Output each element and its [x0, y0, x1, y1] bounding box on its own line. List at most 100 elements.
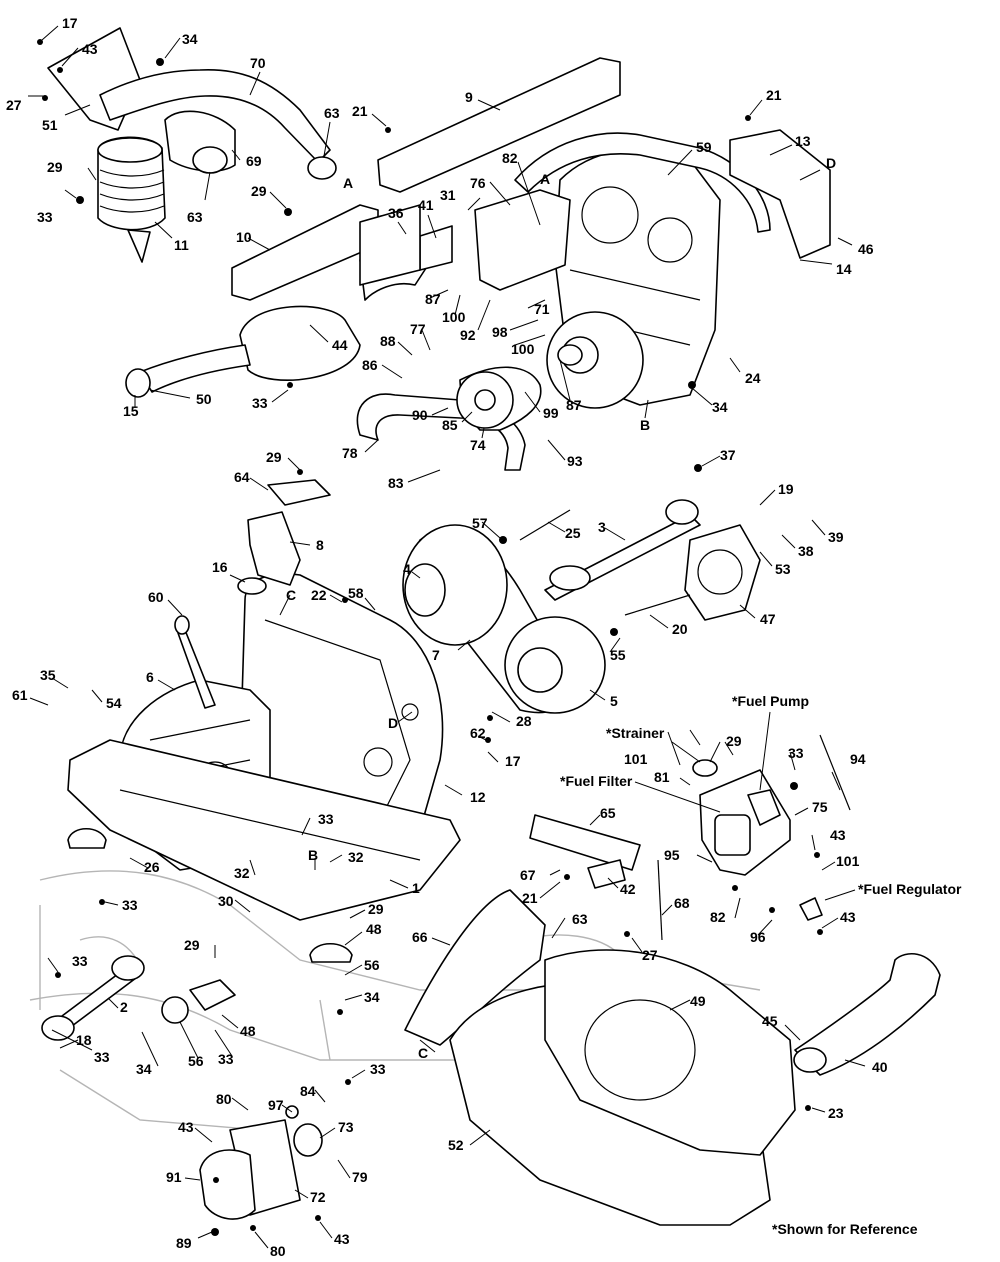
fuel-control-module-76 — [474, 189, 571, 291]
callout-A: A — [343, 175, 353, 191]
callout-29: 29 — [368, 901, 384, 917]
callout-C: C — [418, 1045, 428, 1061]
callout-32: 32 — [348, 849, 364, 865]
diagram-notes: *Fuel Pump *Strainer *Fuel Filter *Fuel … — [560, 693, 962, 1237]
bolt-25 — [519, 509, 571, 541]
callout-33: 33 — [72, 953, 88, 969]
callout-82: 82 — [502, 150, 518, 166]
callout-92: 92 — [460, 327, 476, 343]
callout-29: 29 — [251, 183, 267, 199]
callout-4: 4 — [403, 561, 411, 577]
callout-87: 87 — [566, 397, 582, 413]
callout-53: 53 — [775, 561, 791, 577]
engine-shroud-13 — [729, 129, 831, 259]
callout-46: 46 — [858, 241, 874, 257]
callout-labels: 17 43 34 70 27 51 63 A 21 9 21 13 29 69 … — [6, 15, 888, 1259]
callout-55: 55 — [610, 647, 626, 663]
callout-11: 11 — [174, 237, 189, 253]
callout-28: 28 — [516, 713, 532, 729]
callout-D: D — [388, 715, 398, 731]
callout-32: 32 — [234, 865, 250, 881]
callout-80: 80 — [270, 1243, 286, 1259]
callout-B: B — [308, 847, 318, 863]
fuel-line-94 — [819, 734, 851, 811]
callout-86: 86 — [362, 357, 378, 373]
callout-60: 60 — [148, 589, 164, 605]
callout-69: 69 — [246, 153, 262, 169]
callout-34: 34 — [364, 989, 380, 1005]
callout-64: 64 — [234, 469, 250, 485]
callout-88: 88 — [380, 333, 396, 349]
callout-B: B — [640, 417, 650, 433]
label-strainer: *Strainer — [606, 725, 665, 741]
callout-27: 27 — [6, 97, 22, 113]
callout-96: 96 — [750, 929, 766, 945]
pulley-assembly-upper — [356, 366, 542, 471]
callout-33: 33 — [788, 745, 804, 761]
callout-33: 33 — [122, 897, 138, 913]
callout-35: 35 — [40, 667, 56, 683]
callout-70: 70 — [250, 55, 266, 71]
bearing-mount-48b — [189, 979, 236, 1011]
fasteners — [37, 39, 823, 1236]
bracket-8-64 — [247, 479, 331, 586]
exhaust-pipe-50 — [139, 344, 251, 393]
callout-29: 29 — [47, 159, 63, 175]
leader-lines — [28, 25, 866, 1249]
fuel-system — [657, 734, 851, 941]
callout-25: 25 — [565, 525, 581, 541]
callout-40: 40 — [872, 1059, 888, 1075]
callout-58: 58 — [348, 585, 364, 601]
callout-8: 8 — [316, 537, 324, 553]
heat-shield-10 — [231, 204, 379, 301]
callout-52: 52 — [448, 1137, 464, 1153]
callout-3: 3 — [598, 519, 606, 535]
callout-87: 87 — [425, 291, 441, 307]
callout-74: 74 — [470, 437, 486, 453]
fuel-line-68 — [657, 859, 663, 941]
gasket-41 — [419, 225, 453, 271]
callout-77: 77 — [410, 321, 426, 337]
callout-81: 81 — [654, 769, 670, 785]
callout-43: 43 — [830, 827, 846, 843]
callout-33: 33 — [37, 209, 53, 225]
skid-plate-1 — [67, 577, 461, 963]
callout-63: 63 — [187, 209, 203, 225]
cvt-assembly — [402, 499, 761, 714]
callout-51: 51 — [42, 117, 58, 133]
callout-50: 50 — [196, 391, 212, 407]
callout-6: 6 — [146, 669, 154, 685]
callout-63: 63 — [572, 911, 588, 927]
callout-43: 43 — [82, 41, 98, 57]
callout-93: 93 — [567, 453, 583, 469]
strainer — [692, 759, 718, 777]
callout-33: 33 — [370, 1061, 386, 1077]
callout-79: 79 — [352, 1169, 368, 1185]
callout-13: 13 — [795, 133, 811, 149]
callout-10: 10 — [236, 229, 252, 245]
callout-A: A — [540, 171, 550, 187]
callout-84: 84 — [300, 1083, 316, 1099]
fuel-pump — [747, 789, 781, 826]
callout-41: 41 — [418, 197, 434, 213]
callout-67: 67 — [520, 867, 536, 883]
bracket-36 — [359, 204, 421, 286]
callout-48: 48 — [366, 921, 382, 937]
callout-43: 43 — [840, 909, 856, 925]
callout-34: 34 — [136, 1061, 152, 1077]
callout-39: 39 — [828, 529, 844, 545]
muffler-44 — [239, 305, 361, 381]
callout-62: 62 — [470, 725, 486, 741]
isolator-mount-48a — [309, 942, 353, 963]
callout-34: 34 — [712, 399, 728, 415]
callout-43: 43 — [334, 1231, 350, 1247]
callout-72: 72 — [310, 1189, 326, 1205]
callout-33: 33 — [218, 1051, 234, 1067]
label-fuel-pump: *Fuel Pump — [732, 693, 809, 709]
callout-33: 33 — [252, 395, 268, 411]
callout-45: 45 — [762, 1013, 778, 1029]
callout-29: 29 — [726, 733, 742, 749]
callout-101: 101 — [624, 751, 648, 767]
clamp-45 — [793, 1047, 827, 1073]
